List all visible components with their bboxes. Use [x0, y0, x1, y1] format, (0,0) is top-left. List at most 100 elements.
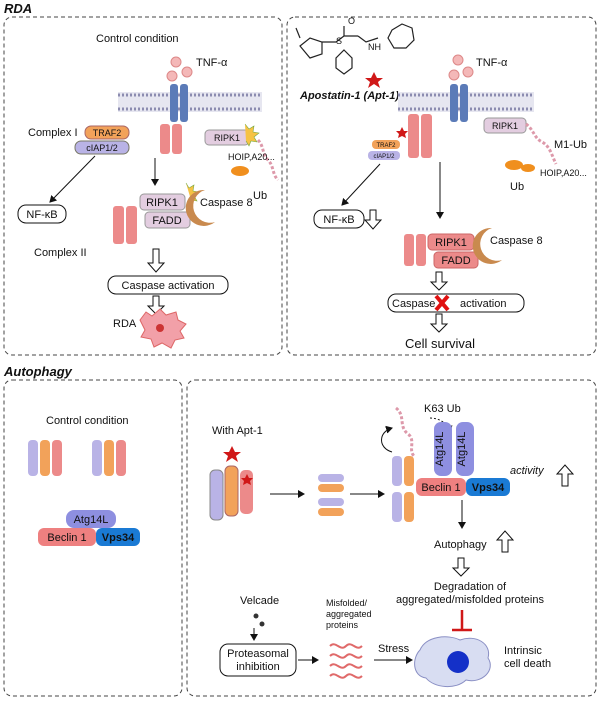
control-condition-label: Control condition [46, 415, 129, 427]
open-arrow-down [451, 557, 471, 577]
vps34-protein [96, 528, 140, 546]
cell-membrane [118, 92, 262, 112]
tnfr1-receptor [170, 84, 188, 122]
phosphorylation-star [185, 182, 200, 202]
complex-ii-label: Complex II [34, 247, 87, 259]
drug-dot [253, 613, 259, 619]
fadd-protein [144, 211, 191, 229]
traf2-ciap-tradd-group [28, 440, 126, 476]
k63-ubiquitin-chain [394, 406, 416, 458]
nucleus-fragment [156, 324, 164, 332]
misfolded-label-2: aggregated [326, 609, 372, 619]
section-title-autophagy: Autophagy [3, 364, 73, 379]
ripk1-label: RIPK1 [435, 237, 467, 249]
aggregated-proteins-label: aggregated/misfolded proteins [396, 594, 544, 606]
atg14l-label: Atg14L [456, 432, 468, 467]
apostatin-structure-icon [295, 23, 415, 75]
tradd-protein [160, 124, 170, 154]
fadd-protein [433, 251, 479, 269]
ciap-protein [74, 140, 130, 155]
open-arrow-down [146, 248, 166, 273]
cell-survival-label: Cell survival [405, 336, 475, 351]
panel-autophagy-apt1 [186, 379, 597, 697]
beclin1-label: Beclin 1 [421, 482, 460, 494]
panel-rda-apt1 [286, 16, 597, 356]
phosphorylation-star [244, 123, 260, 147]
apt1-bound-star [396, 127, 408, 138]
traf2-label: TRAF2 [376, 143, 396, 149]
caspase-activation-box [107, 275, 229, 295]
released-traf2-ciap [318, 474, 344, 516]
stress-label: Stress [378, 643, 410, 655]
vps34-protein [466, 478, 510, 496]
hoip-complex [521, 164, 535, 172]
control-condition-label: Control condition [96, 33, 179, 45]
panel-rda-control [3, 16, 283, 356]
section-title-rda: RDA [4, 1, 32, 16]
open-arrow-down [429, 271, 449, 291]
ub-label: Ub [510, 181, 524, 193]
nfkb-box [17, 204, 67, 224]
hoip-complex [505, 160, 523, 170]
activation-word: activation [460, 298, 506, 310]
nucleus-icon [447, 651, 469, 673]
ciap-traf2-tradd-complex [209, 465, 253, 521]
tradd-c-protein [126, 206, 137, 244]
arrow-to-nfkb [49, 155, 96, 203]
cell-death-label: cell death [504, 658, 551, 670]
caspase8-label: Caspase 8 [200, 197, 253, 209]
ubiquitin-chain [256, 138, 280, 182]
traf2-protein [372, 140, 400, 149]
traf2-protein [84, 125, 130, 140]
caspase-word: Caspase [392, 298, 435, 310]
caspase8-protein [472, 227, 502, 264]
ripk1-label: RIPK1 [492, 121, 518, 131]
panel-autophagy-control [3, 379, 183, 697]
apostatin-label: Apostatin-1 (Apt-1) [299, 90, 399, 102]
tnf-label: TNF-α [476, 57, 508, 69]
caspase-activation-label: Caspase activation [122, 280, 215, 292]
vps34-label: Vps34 [102, 532, 135, 544]
m1ub-label: M1-Ub [554, 139, 587, 151]
nfkb-label: NF-κB [26, 209, 57, 221]
k63ub-label: K63 Ub [424, 403, 461, 415]
rda-outcome-label: RDA [113, 318, 137, 330]
atg14l-label: Atg14L [434, 432, 446, 467]
atg14l-label: Atg14L [74, 514, 109, 526]
apt1-star-icon [223, 446, 241, 462]
vps34-label: Vps34 [472, 482, 505, 494]
apt1-star-icon [365, 72, 383, 88]
tnf-ligand [462, 66, 474, 78]
atg14l-protein [66, 510, 116, 528]
tradd-c-protein [421, 114, 432, 158]
misfolded-protein-aggregate-icon [329, 643, 363, 679]
tnf-ligand [181, 66, 193, 78]
hoip-label: HOIP,A20... [540, 168, 587, 178]
atg14l-protein [456, 422, 474, 476]
autophagy-label: Autophagy [434, 539, 487, 551]
intrinsic-label: Intrinsic [504, 645, 542, 657]
ub-label: Ub [253, 190, 267, 202]
ciap-label: cIAP1/2 [86, 143, 118, 153]
ripk1-label: RIPK1 [214, 133, 240, 143]
reduced-arrow-down [363, 209, 383, 230]
velcade-label: Velcade [240, 595, 279, 607]
traf2-label: TRAF2 [93, 128, 122, 138]
proteasomal-inhibition-box [219, 643, 297, 677]
activity-label: activity [510, 465, 545, 477]
tnf-ligand [452, 54, 464, 66]
caspase8-protein [185, 189, 215, 226]
misfolded-label: Misfolded/ [326, 598, 368, 608]
tnf-ligand [448, 69, 460, 81]
proteasomal-label: Proteasomal [227, 648, 289, 660]
tnf-ligand [170, 56, 182, 68]
degradation-label: Degradation of [434, 581, 507, 593]
with-apt1-label: With Apt-1 [212, 425, 263, 437]
increase-arrow-icon [555, 464, 575, 487]
blocked-x-icon [434, 294, 450, 312]
ubiquitination-arrow [381, 425, 393, 453]
beclin1-protein [38, 528, 96, 546]
complex-i-label: Complex I [28, 127, 78, 139]
tradd-n-protein [404, 234, 414, 266]
